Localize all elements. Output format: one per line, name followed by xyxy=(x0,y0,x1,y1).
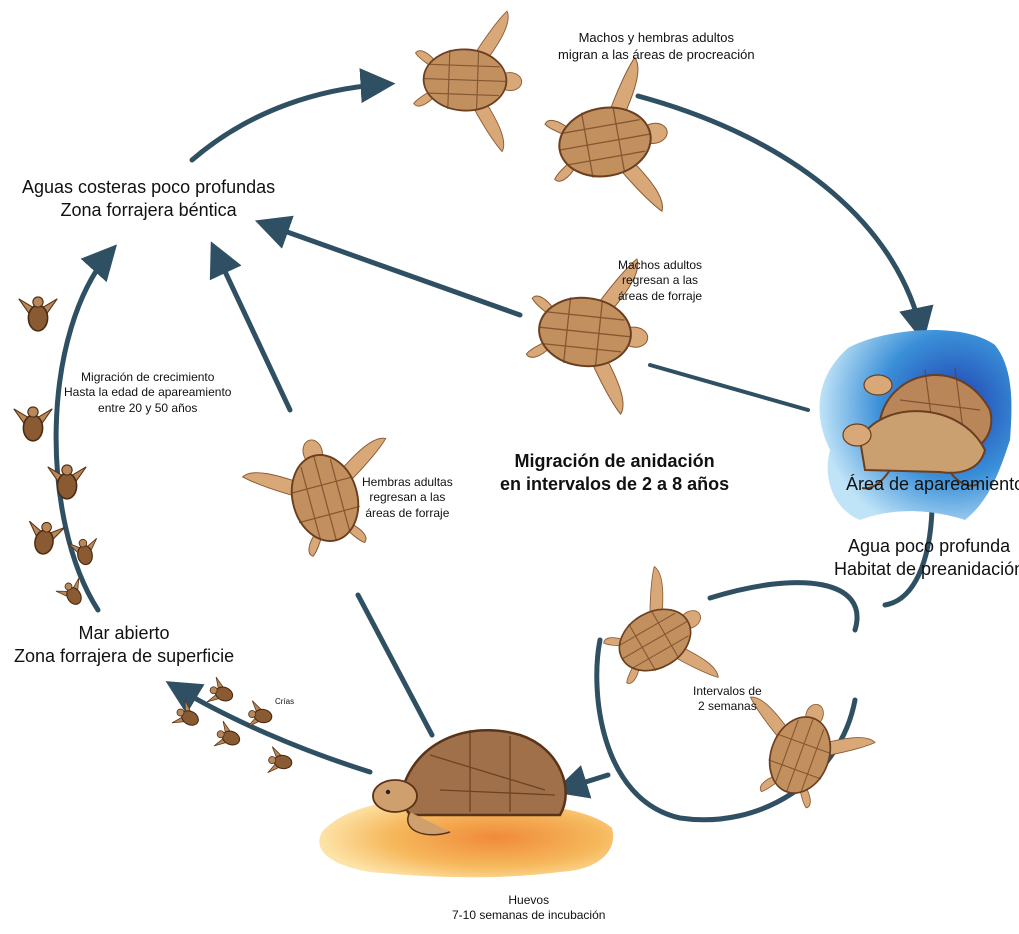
label-center-line2: en intervalos de 2 a 8 años xyxy=(500,473,729,496)
label-open-sea-line2: Zona forrajera de superficie xyxy=(14,645,234,668)
arrow-females-return-lower xyxy=(358,595,432,735)
label-center-line1: Migración de anidación xyxy=(500,450,729,473)
label-coastal-foraging-zone: Aguas costeras poco profundas Zona forra… xyxy=(22,176,275,222)
label-hatchlings-text: Crías xyxy=(275,697,294,707)
label-females-return-line1: Hembras adultas xyxy=(362,475,453,490)
label-females-return: Hembras adultas regresan a las áreas de … xyxy=(362,475,453,521)
label-males-return: Machos adultos regresan a las áreas de f… xyxy=(618,258,702,304)
label-growth-line2: Hasta la edad de apareamiento xyxy=(64,385,231,400)
turtle-adult-migrating-top xyxy=(412,8,524,152)
label-mating-area-text: Área de apareamiento xyxy=(846,473,1019,496)
arrow-to-breeding-top xyxy=(192,84,388,160)
label-coastal-line1: Aguas costeras poco profundas xyxy=(22,176,275,199)
label-interval-line1: Intervalos de xyxy=(693,684,762,699)
label-females-return-line3: áreas de forraje xyxy=(362,506,453,521)
label-nesting-migration-center: Migración de anidación en intervalos de … xyxy=(500,450,729,496)
arrow-males-return-head xyxy=(262,223,520,315)
hatchling-turtles xyxy=(171,677,294,777)
label-two-week-intervals: Intervalos de 2 semanas xyxy=(693,684,762,715)
label-mating-area: Área de apareamiento xyxy=(846,473,1019,496)
label-females-return-line2: regresan a las xyxy=(362,490,453,505)
label-adults-migrate: Machos y hembras adultos migran a las ár… xyxy=(558,30,755,63)
label-males-return-line2: regresan a las xyxy=(618,273,702,288)
label-shallow-line1: Agua poco profunda xyxy=(834,535,1019,558)
arrow-to-eggs xyxy=(560,775,608,790)
label-growth-line3: entre 20 y 50 años xyxy=(64,401,231,416)
label-hatchlings: Crías xyxy=(275,697,294,707)
turtle-adult-migrating-right xyxy=(536,54,680,228)
label-males-return-line3: áreas de forraje xyxy=(618,289,702,304)
arrow-males-return xyxy=(650,365,808,410)
label-eggs-line2: 7-10 semanas de incubación xyxy=(452,908,605,923)
label-eggs-line1: Huevos xyxy=(452,893,605,908)
label-coastal-line2: Zona forrajera béntica xyxy=(22,199,275,222)
label-shallow-line2: Habitat de preanidación xyxy=(834,558,1019,581)
label-adults-migrate-line2: migran a las áreas de procreación xyxy=(558,47,755,64)
label-growth-line1: Migración de crecimiento xyxy=(64,370,231,385)
label-preneesting-habitat: Agua poco profunda Habitat de preanidaci… xyxy=(834,535,1019,581)
label-growth-migration: Migración de crecimiento Hasta la edad d… xyxy=(64,370,231,416)
label-eggs-incubation: Huevos 7-10 semanas de incubación xyxy=(452,893,605,924)
label-adults-migrate-line1: Machos y hembras adultos xyxy=(558,30,755,47)
label-males-return-line1: Machos adultos xyxy=(618,258,702,273)
label-open-sea-zone: Mar abierto Zona forrajera de superficie xyxy=(14,622,234,668)
label-open-sea-line1: Mar abierto xyxy=(14,622,234,645)
label-interval-line2: 2 semanas xyxy=(693,699,762,714)
